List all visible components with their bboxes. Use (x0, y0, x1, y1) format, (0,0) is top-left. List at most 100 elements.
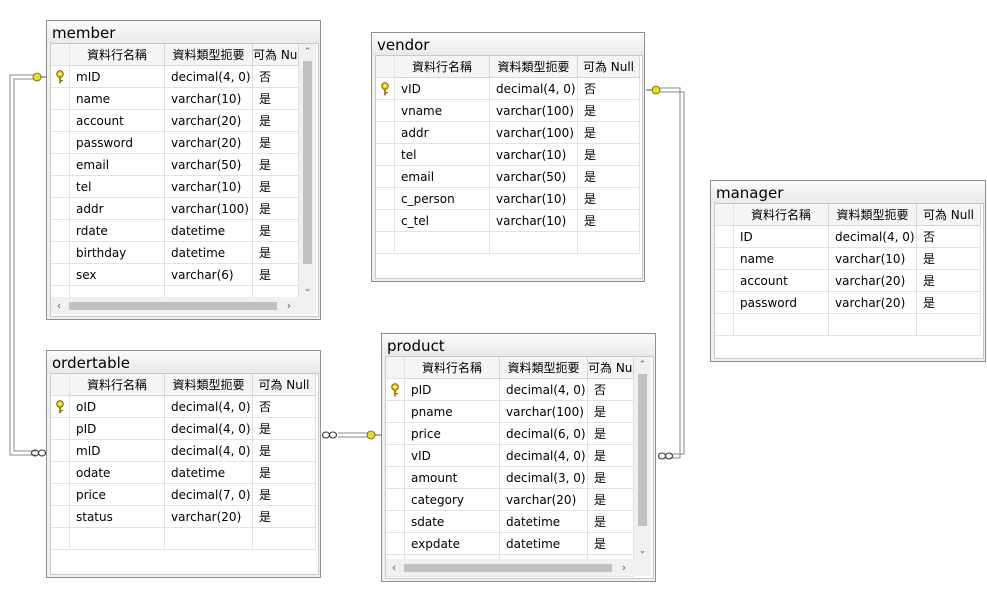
data-type-cell[interactable]: datetime (165, 220, 253, 242)
column-name-cell[interactable]: account (70, 110, 165, 132)
data-type-cell[interactable]: varchar(20) (500, 489, 588, 511)
column-name-cell[interactable]: name (70, 88, 165, 110)
column-name-cell[interactable]: name (734, 248, 829, 270)
allow-null-cell[interactable]: 是 (588, 423, 634, 445)
row-selector[interactable] (376, 210, 395, 232)
row-selector[interactable] (376, 166, 395, 188)
column-name-cell[interactable]: addr (395, 122, 490, 144)
data-type-cell[interactable]: varchar(10) (490, 144, 578, 166)
allow-null-cell[interactable]: 是 (578, 144, 640, 166)
allow-null-cell[interactable]: 否 (253, 66, 299, 88)
data-type-cell[interactable]: decimal(7, 0) (165, 484, 253, 506)
scrollbar-thumb[interactable] (638, 374, 647, 526)
table-row[interactable] (715, 314, 981, 336)
scrollbar-thumb[interactable] (69, 302, 277, 310)
allow-null-cell[interactable]: 是 (253, 220, 299, 242)
allow-null-cell[interactable]: 是 (253, 110, 299, 132)
column-name-cell[interactable]: odate (70, 462, 165, 484)
allow-null-cell[interactable]: 是 (578, 166, 640, 188)
column-name-cell[interactable]: account (734, 270, 829, 292)
allow-null-cell[interactable] (253, 528, 316, 550)
allow-null-cell[interactable]: 是 (588, 533, 634, 555)
row-selector[interactable] (386, 467, 405, 489)
column-name-cell[interactable]: rdate (70, 220, 165, 242)
allow-null-cell[interactable]: 是 (253, 132, 299, 154)
data-type-cell[interactable]: varchar(50) (165, 154, 253, 176)
column-name-cell[interactable]: mID (70, 66, 165, 88)
column-name-cell[interactable]: sex (70, 264, 165, 286)
row-selector[interactable] (51, 264, 70, 286)
column-name-cell[interactable]: sdate (405, 511, 500, 533)
scroll-down-arrow-icon[interactable]: ⌄ (638, 546, 647, 556)
data-type-cell[interactable]: decimal(4, 0) (165, 66, 253, 88)
row-selector[interactable] (51, 242, 70, 264)
allow-null-cell[interactable]: 是 (253, 198, 299, 220)
allow-null-cell[interactable]: 是 (578, 210, 640, 232)
data-type-cell[interactable]: decimal(4, 0) (165, 396, 253, 418)
row-selector[interactable] (51, 132, 70, 154)
table-row[interactable] (376, 232, 640, 254)
column-name-cell[interactable]: pname (405, 401, 500, 423)
data-type-cell[interactable]: decimal(6, 0) (500, 423, 588, 445)
allow-null-cell[interactable]: 是 (253, 88, 299, 110)
data-type-cell[interactable]: varchar(20) (165, 110, 253, 132)
data-type-cell[interactable]: decimal(4, 0) (500, 379, 588, 401)
allow-null-cell[interactable]: 是 (588, 467, 634, 489)
allow-null-cell[interactable]: 是 (253, 440, 316, 462)
data-type-cell[interactable]: varchar(100) (500, 401, 588, 423)
allow-null-cell[interactable]: 是 (253, 462, 316, 484)
column-name-cell[interactable]: vname (395, 100, 490, 122)
row-selector[interactable] (51, 44, 70, 66)
row-selector[interactable] (386, 423, 405, 445)
row-selector[interactable] (51, 110, 70, 132)
row-selector[interactable] (715, 226, 734, 248)
row-selector[interactable] (376, 188, 395, 210)
allow-null-cell[interactable]: 是 (578, 100, 640, 122)
scrollbar-thumb[interactable] (303, 61, 312, 264)
data-type-cell[interactable]: varchar(100) (165, 198, 253, 220)
column-name-cell[interactable]: oID (70, 396, 165, 418)
row-selector[interactable] (715, 314, 734, 336)
column-name-cell[interactable] (70, 528, 165, 550)
column-name-cell[interactable]: price (70, 484, 165, 506)
row-selector[interactable] (715, 204, 734, 226)
data-type-cell[interactable]: decimal(3, 0) (500, 467, 588, 489)
data-type-cell[interactable]: varchar(6) (165, 264, 253, 286)
data-type-cell[interactable]: varchar(100) (490, 100, 578, 122)
row-selector[interactable] (51, 396, 70, 418)
allow-null-cell[interactable]: 否 (917, 226, 981, 248)
allow-null-cell[interactable]: 是 (253, 418, 316, 440)
data-type-cell[interactable]: decimal(4, 0) (500, 445, 588, 467)
allow-null-cell[interactable]: 是 (578, 122, 640, 144)
data-type-cell[interactable]: decimal(4, 0) (165, 418, 253, 440)
row-selector[interactable] (376, 78, 395, 100)
data-type-cell[interactable]: varchar(20) (829, 270, 917, 292)
column-name-cell[interactable] (734, 314, 829, 336)
column-name-cell[interactable]: status (70, 506, 165, 528)
allow-null-cell[interactable] (917, 314, 981, 336)
row-selector[interactable] (386, 489, 405, 511)
row-selector[interactable] (51, 176, 70, 198)
allow-null-cell[interactable]: 是 (917, 248, 981, 270)
